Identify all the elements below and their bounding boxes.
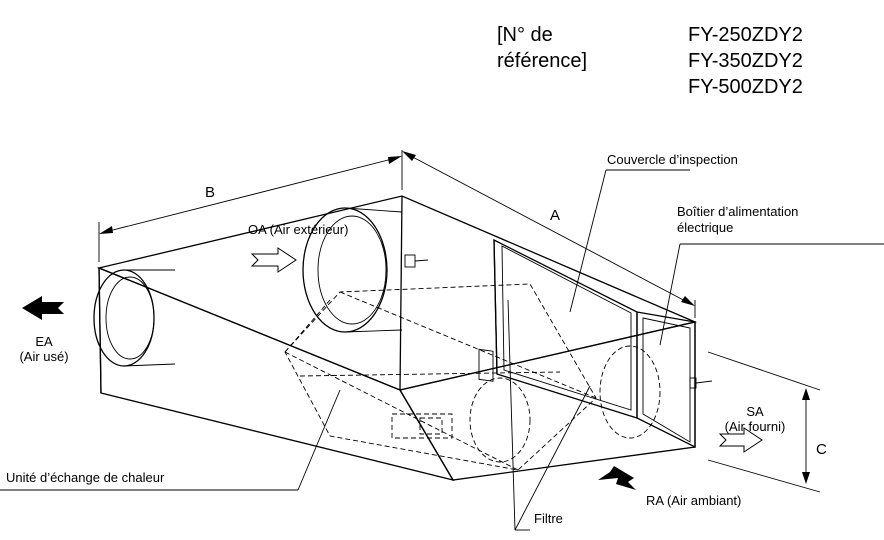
power-box-label-line2: électrique <box>677 220 733 235</box>
heat-exchanger-label: Unité d’échange de chaleur <box>6 470 165 485</box>
unit-body <box>96 195 698 482</box>
airflow-arrows <box>22 247 763 490</box>
duct-collar-ea <box>93 269 176 367</box>
reference-label-line2: référence] <box>497 50 588 72</box>
dimension-b: B <box>98 150 403 262</box>
power-box-label-line1: Boîtier d’alimentation <box>677 204 798 219</box>
dimension-b-label: B <box>205 184 215 201</box>
duct-collar-oa <box>302 207 429 333</box>
ra-arrow-icon <box>598 466 636 490</box>
model-number: FY-250ZDY2 <box>688 24 803 46</box>
sa-arrow-icon <box>718 427 763 453</box>
ea-arrow-icon <box>22 296 64 320</box>
reference-label: [N° de référence] <box>497 22 587 74</box>
sa-text-label: (Air fourni) <box>725 419 786 434</box>
ra-label: RA (Air ambiant) <box>646 493 741 508</box>
leader-lines <box>0 169 884 531</box>
hidden-internals <box>284 283 661 471</box>
heat-exchanger-outline <box>284 283 597 471</box>
inspection-cover-label: Couvercle d’inspection <box>607 152 738 167</box>
model-list: FY-250ZDY2 FY-350ZDY2 FY-500ZDY2 <box>688 22 803 100</box>
oa-arrow-icon <box>250 247 297 273</box>
power-supply-box <box>636 311 713 449</box>
dimension-a-label: A <box>550 207 560 224</box>
inspection-cover <box>478 238 638 419</box>
ea-code-label: EA <box>35 334 53 349</box>
sa-code-label: SA <box>746 404 764 419</box>
dimension-a: A <box>402 151 696 318</box>
model-number: FY-350ZDY2 <box>688 50 803 72</box>
dimension-c-label: C <box>816 441 827 458</box>
oa-label: OA (Air extérieur) <box>248 222 348 237</box>
unit-top-face <box>96 195 698 391</box>
model-number: FY-500ZDY2 <box>688 76 803 98</box>
reference-label-line1: [N° de <box>497 24 553 46</box>
ea-text-label: (Air usé) <box>19 349 68 364</box>
dimension-c: C <box>707 351 827 493</box>
filter-label: Filtre <box>534 511 563 526</box>
